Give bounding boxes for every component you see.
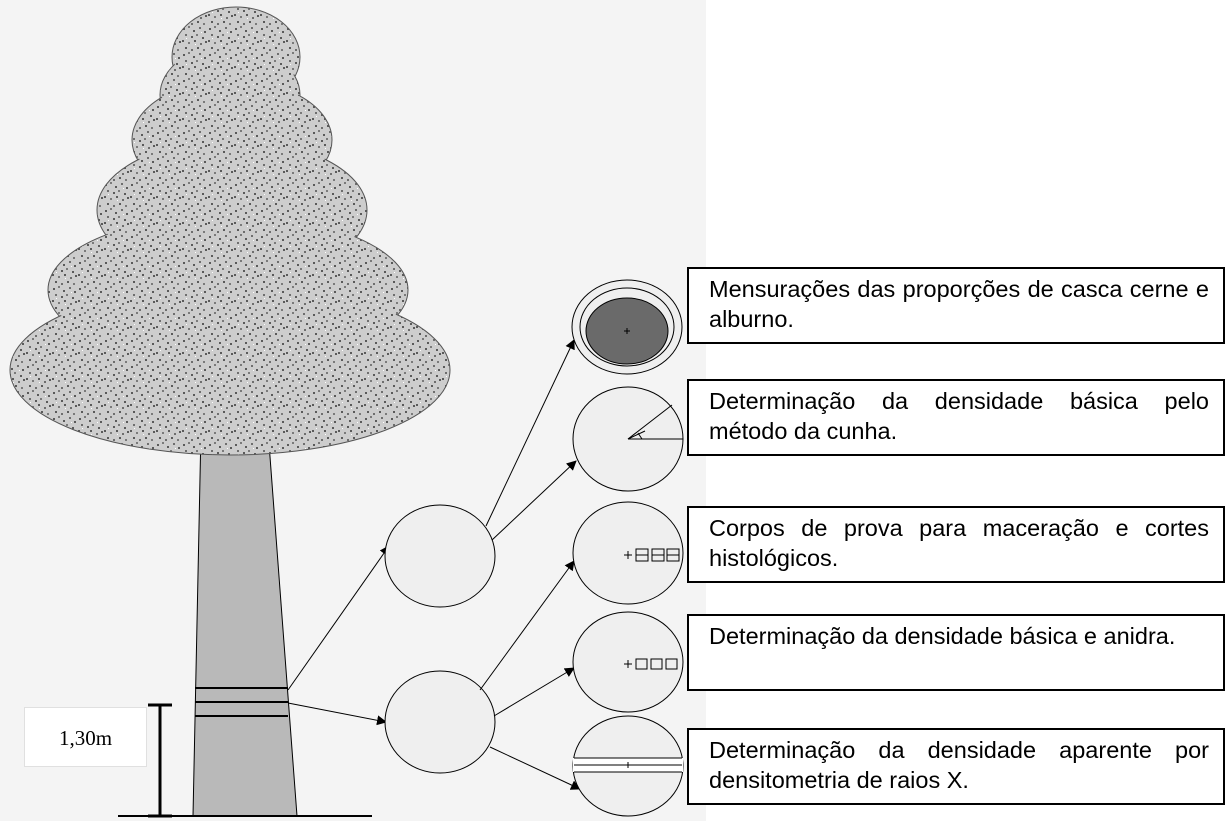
arrow-to-histology-disc: [479, 560, 575, 691]
density-specimen-disc: [572, 611, 684, 713]
heartwood-sapwood-disc: [571, 279, 683, 375]
arrow-to-lower-disc: [287, 702, 387, 726]
label-measurements: Mensurações das proporções de casca cern…: [687, 267, 1225, 344]
arrow-to-upper-disc: [287, 545, 390, 691]
upper-wood-disc: [384, 504, 496, 608]
tree-canopy: [9, 6, 451, 456]
sampling-disc-band: [195, 687, 288, 717]
label-wedge-density: Determinação da densidade básica pelo mé…: [687, 379, 1225, 456]
xray-strip-disc: [572, 715, 684, 817]
height-marker-bar: [148, 703, 172, 818]
lower-wood-disc: [384, 670, 496, 774]
height-label: 1,30m: [24, 707, 147, 767]
arrow-to-wedge-disc: [491, 460, 577, 541]
label-xray-density: Determinação da densidade aparente por d…: [687, 728, 1225, 805]
tree-trunk: [192, 429, 298, 817]
histology-specimen-disc: [572, 501, 684, 605]
arrow-to-density-disc: [493, 667, 575, 717]
arrow-to-heartwood-disc: [485, 339, 575, 527]
label-basic-anhydrous-density: Determinação da densidade básica e anidr…: [687, 614, 1225, 691]
arrow-to-xray-disc: [489, 746, 581, 790]
wedge-method-disc: [572, 386, 684, 492]
label-histology: Corpos de prova para maceração e cortes …: [687, 506, 1225, 583]
